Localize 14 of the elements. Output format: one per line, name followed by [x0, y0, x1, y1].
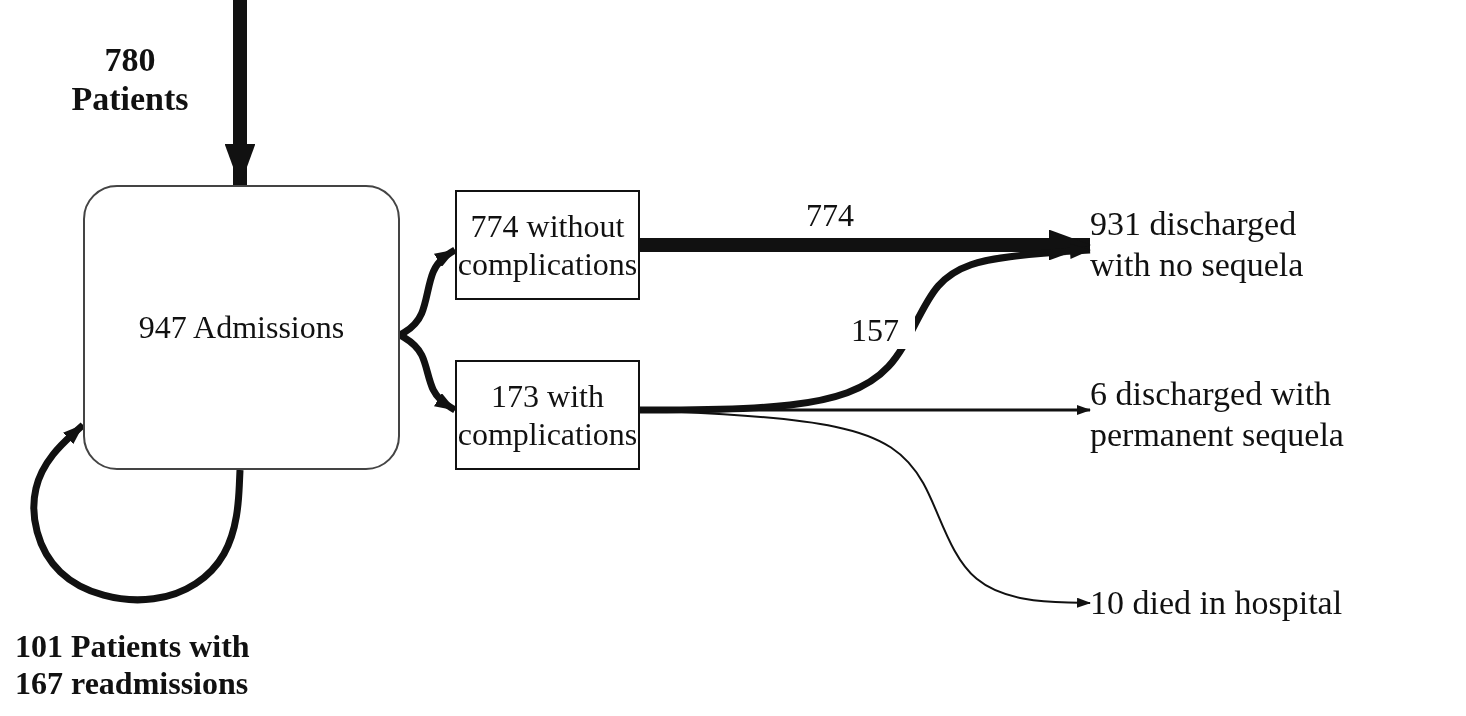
arrow	[30, 422, 244, 604]
box-label: 173 with complications	[457, 376, 638, 454]
arrow	[640, 229, 1091, 261]
box-label: 947 Admissions	[138, 308, 345, 347]
outcome-box	[455, 360, 640, 470]
process-box	[83, 185, 400, 470]
outcome-box	[455, 190, 640, 300]
arrow	[224, 0, 256, 186]
box-label: 774 without complications	[457, 206, 638, 284]
outcome-text: 10 died in hospital	[1090, 582, 1343, 623]
outcome-text: 6 discharged with permanent sequela	[1090, 374, 1345, 455]
outcome-text: 931 discharged with no sequela	[1090, 204, 1305, 285]
arrow	[398, 247, 457, 338]
arrow	[398, 332, 457, 413]
